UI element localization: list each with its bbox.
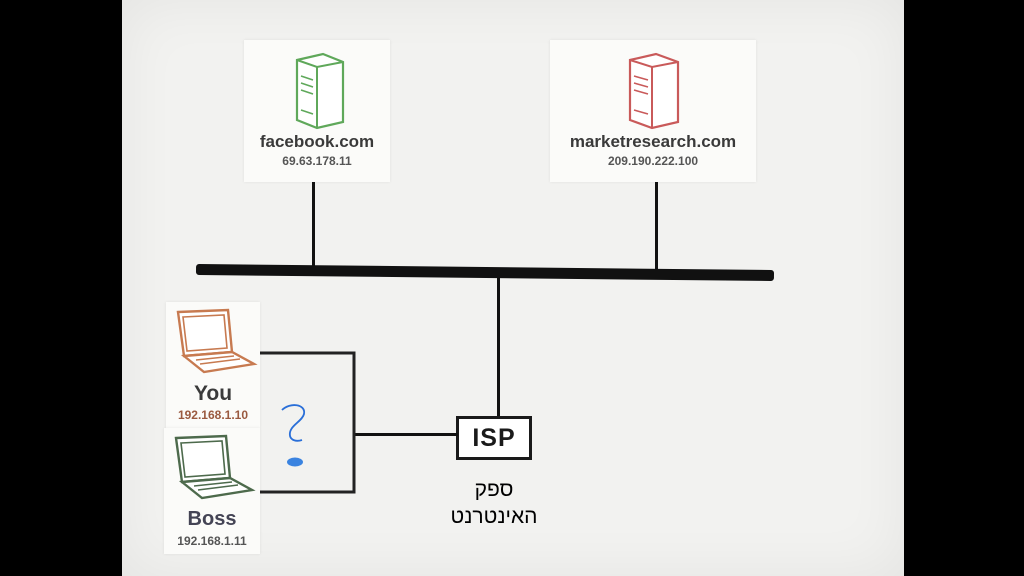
facebook-link bbox=[312, 182, 315, 270]
client-name: You bbox=[193, 382, 233, 405]
server-icon bbox=[628, 52, 680, 130]
server-icon bbox=[295, 52, 345, 130]
marketresearch-server-card: marketresearch.com 209.190.222.100 bbox=[550, 40, 756, 182]
isp-uplink bbox=[497, 276, 500, 418]
server-ip: 69.63.178.11 bbox=[282, 154, 352, 168]
you-laptop-card: You 192.168.1.10 bbox=[166, 302, 260, 428]
client-ip: 192.168.1.10 bbox=[177, 408, 249, 422]
client-name: Boss bbox=[187, 508, 237, 530]
question-mark-annotation bbox=[281, 404, 305, 467]
boss-laptop-card: Boss 192.168.1.11 bbox=[164, 428, 260, 554]
server-name: facebook.com bbox=[259, 132, 375, 151]
isp-caption-line2: האינטרנט bbox=[450, 505, 538, 528]
laptop-icon bbox=[174, 434, 256, 500]
server-name: marketresearch.com bbox=[569, 132, 737, 151]
marketresearch-link bbox=[655, 182, 658, 270]
client-ip: 192.168.1.11 bbox=[177, 534, 247, 548]
facebook-server-card: facebook.com 69.63.178.11 bbox=[244, 40, 390, 182]
isp-box: ISP bbox=[456, 416, 532, 460]
isp-caption: ספק האינטרנט bbox=[420, 476, 568, 530]
isp-caption-line1: ספק bbox=[474, 478, 514, 501]
lan-bracket bbox=[258, 351, 356, 494]
server-ip: 209.190.222.100 bbox=[607, 154, 699, 168]
isp-lan-link bbox=[354, 433, 458, 436]
laptop-icon bbox=[176, 308, 258, 374]
